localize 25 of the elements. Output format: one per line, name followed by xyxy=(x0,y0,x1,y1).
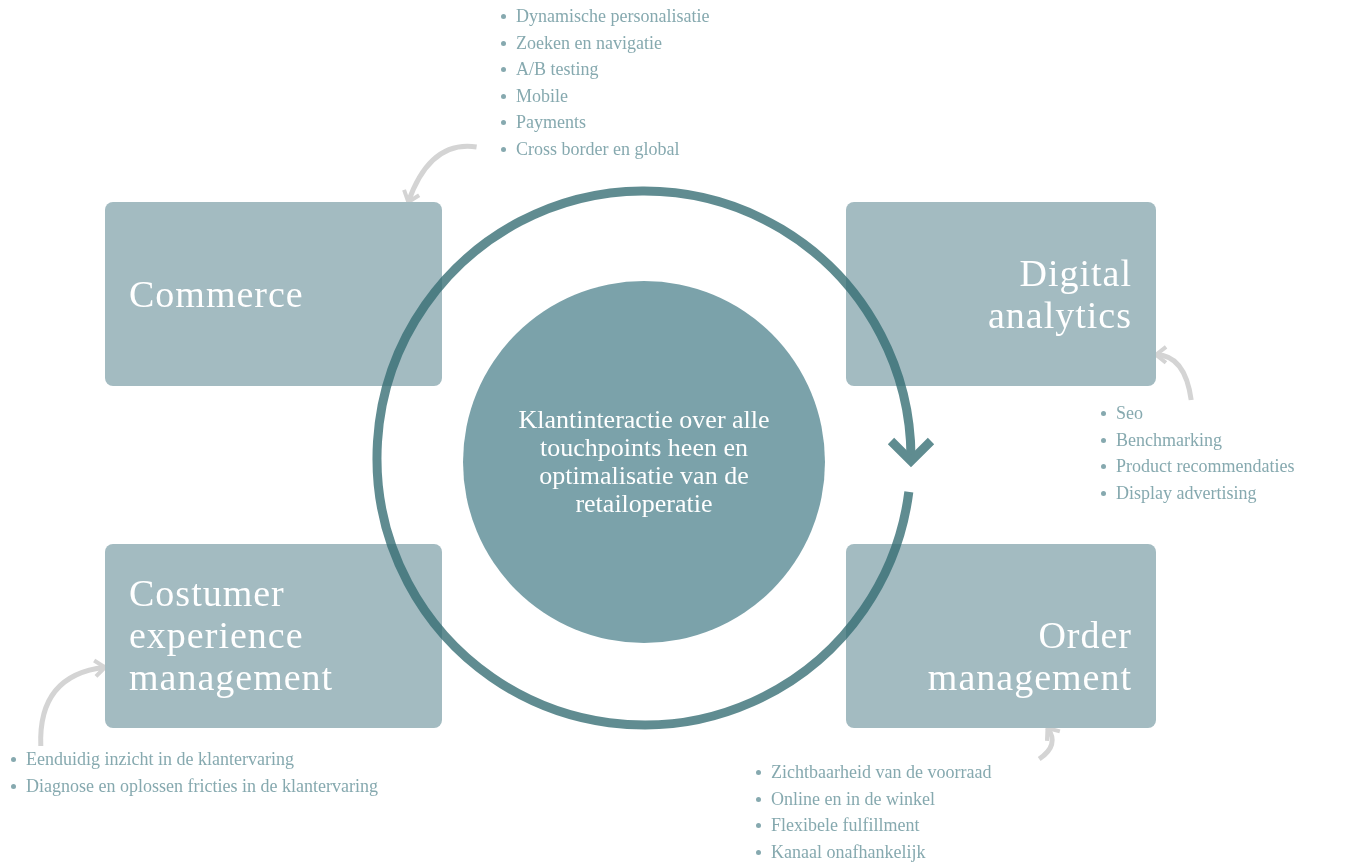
center-circle: Klantinteractie over alle touchpoints heen en optimalisatie van de retailoperatie xyxy=(463,281,825,643)
bullet-item: Zoeken en navigatie xyxy=(500,29,760,57)
bullet-item: Mobile xyxy=(500,82,760,110)
bullet-item: Zichtbaarheid van de voorraad xyxy=(755,759,1045,786)
bullet-item: Product recommendaties xyxy=(1100,453,1340,480)
bullet-item: Diagnose en oplossen fricties in de klantervaring xyxy=(10,772,450,800)
bullet-item: Dynamische personalisatie xyxy=(500,3,760,30)
category-box: Costumer experience management xyxy=(105,544,442,728)
bullet-item: Cross border en global xyxy=(500,135,760,163)
curved-arrow xyxy=(402,143,477,204)
category-box: Commerce xyxy=(105,202,442,386)
bullet-item: A/B testing xyxy=(500,56,760,83)
curved-arrow xyxy=(1154,345,1194,401)
bullet-item: Payments xyxy=(500,109,760,136)
curved-arrow xyxy=(38,659,107,746)
curved-arrow xyxy=(1037,726,1062,762)
bullet-item: Online en in de winkel xyxy=(755,785,1045,813)
bullet-item: Eenduidig inzicht in de klantervaring xyxy=(10,746,450,773)
bullet-item: Flexibele fulfillment xyxy=(755,812,1045,839)
bullet-item: Seo xyxy=(1100,400,1340,427)
bullet-item: Kanaal onafhankelijk xyxy=(755,838,1045,865)
category-box: Order management xyxy=(846,544,1156,728)
category-box: Digital analytics xyxy=(846,202,1156,386)
bullet-item: Display advertising xyxy=(1100,479,1340,507)
bullet-item: Benchmarking xyxy=(1100,426,1340,454)
